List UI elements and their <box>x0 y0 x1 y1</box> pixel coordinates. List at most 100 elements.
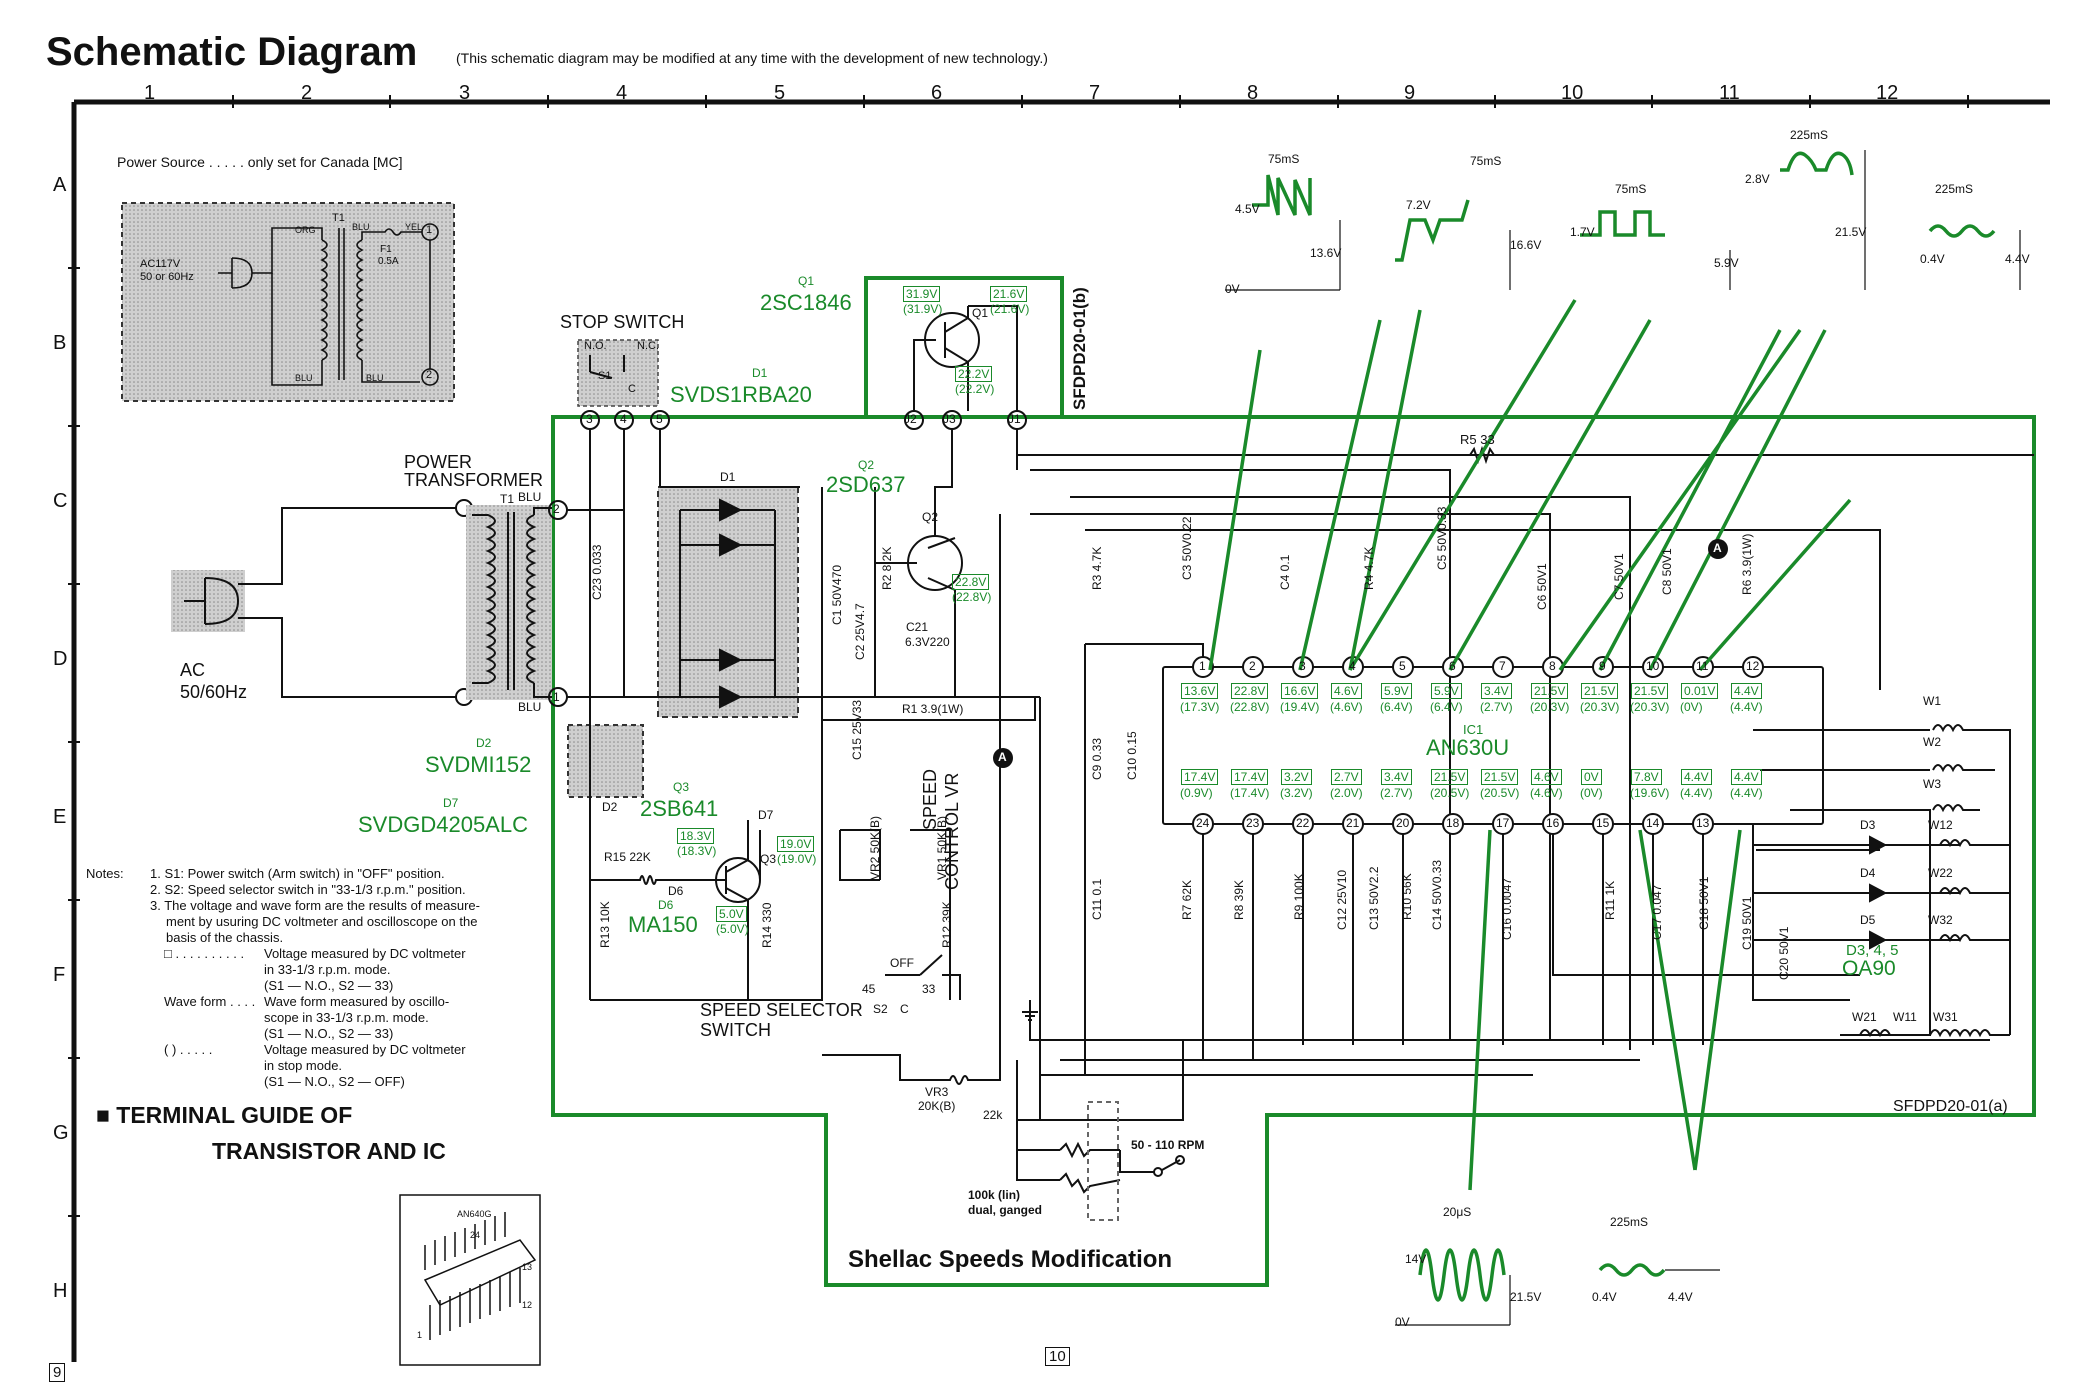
component-q3: Q3 <box>760 852 777 866</box>
voltage-q3-b: 19.0V <box>777 836 815 852</box>
legend-key-1: □ . . . . . . . . . . <box>164 946 245 961</box>
component-w12: W12 <box>1928 818 1953 832</box>
ic-pin-1-stop-voltage: (17.3V) <box>1180 700 1220 714</box>
col-label-2: 2 <box>301 82 313 104</box>
q3-part: 2SB641 <box>640 796 719 821</box>
col-label-11: 11 <box>1719 82 1740 104</box>
ic-pin-9-stop-voltage: (20.3V) <box>1580 700 1620 714</box>
component-w22: W22 <box>1928 866 1953 880</box>
ic-pin-circle-2 <box>1242 656 1264 678</box>
ic1-name-label: AN630U <box>1426 735 1510 760</box>
ic-pin-3-stop-voltage: (19.4V) <box>1280 700 1320 714</box>
ic-pin-18-voltage: 21.5V <box>1431 769 1469 785</box>
ic-pin-5: 5 <box>1399 659 1406 673</box>
terminal-4: 4 <box>620 412 627 426</box>
ic-pin-16-voltage: 4.6V <box>1531 769 1562 785</box>
voltage-q1-c: 22.2V <box>955 366 993 382</box>
pot-label-1: 100k (lin) <box>968 1188 1021 1202</box>
d2-part: SVDMI152 <box>425 752 532 777</box>
col-label-1: 1 <box>144 82 156 104</box>
chip-pin-12: 12 <box>522 1300 533 1310</box>
ic-pin-1: 1 <box>1199 659 1206 673</box>
component-r11: R11 1K <box>1603 880 1617 920</box>
row-label-E: E <box>53 806 67 828</box>
note-3a: 3. The voltage and wave form are the res… <box>150 898 480 913</box>
legend-val-3a: Voltage measured by DC voltmeter <box>264 1042 466 1057</box>
waveform-w7-p: 4.4V <box>1668 1290 1693 1304</box>
q2-part-label: Q2 <box>858 458 875 472</box>
ic-pin-6: 6 <box>1449 659 1456 673</box>
waveform-w1-v: 4.5V <box>1235 202 1260 216</box>
waveform-w6-t: 20μS <box>1443 1205 1472 1219</box>
notes: Notes:1. S1: Power switch (Arm switch) i… <box>86 866 526 1090</box>
inset-t1: T1 <box>332 212 345 224</box>
q1-part-label: Q1 <box>798 274 815 288</box>
legend-val-2a: Wave form measured by oscillo- <box>264 994 450 1009</box>
power-transformer-1: POWER <box>404 452 473 472</box>
ic-pin-11-voltage: 0.01V <box>1681 683 1719 699</box>
component-r7: R7 62K <box>1180 879 1194 920</box>
ic-pin-8-stop-voltage: (20.3V) <box>1530 700 1570 714</box>
ic-pin-21: 21 <box>1346 816 1360 830</box>
component-r1: R1 3.9(1W) <box>902 702 964 716</box>
ic-pin-3-voltage: 16.6V <box>1281 683 1319 699</box>
waveform-w5-t: 225mS <box>1935 182 1974 196</box>
component-c2: C2 25V4.7 <box>853 603 867 660</box>
board-a-outline <box>551 415 2036 1287</box>
legend-val-2b: scope in 33-1/3 r.p.m. mode. <box>264 1010 429 1025</box>
wiring <box>567 305 2034 1194</box>
ic-pin-circle-22 <box>1292 813 1314 835</box>
q3-part-label: Q3 <box>673 780 690 794</box>
ic-pin-22: 22 <box>1296 816 1310 830</box>
inset-yel: YEL <box>405 222 423 232</box>
component-c21: C21 <box>906 620 929 634</box>
ic-pin-10-stop-voltage: (20.3V) <box>1630 700 1670 714</box>
component-c9: C9 0.33 <box>1090 737 1104 780</box>
d7-part: SVDGD4205ALC <box>358 812 528 837</box>
voltage-q3-b2: (19.0V) <box>777 852 817 866</box>
ic1-label: IC1 <box>1463 722 1484 737</box>
voltage-q2-a2: (22.8V) <box>952 590 992 604</box>
legend-val-1a: Voltage measured by DC voltmeter <box>264 946 466 961</box>
inset-blu2: BLU <box>295 373 313 383</box>
d2-label: D2 <box>602 800 618 814</box>
ic-pin-4: 4 <box>1349 659 1356 673</box>
off-label: OFF <box>890 956 914 970</box>
component-w1: W1 <box>1923 694 1941 708</box>
waveform-w7-v: 0.4V <box>1592 1290 1617 1304</box>
inset-org: ORG <box>295 225 316 235</box>
ic-pin-24-voltage: 17.4V <box>1181 769 1219 785</box>
component-r13: R13 10K <box>598 901 612 948</box>
ic-pin-23-voltage: 17.4V <box>1231 769 1269 785</box>
ic-pin-20-stop-voltage: (2.7V) <box>1380 786 1413 800</box>
ic-pin-16: 16 <box>1546 816 1560 830</box>
chip-name: AN640G <box>457 1209 492 1219</box>
waveform-w1-0: 0V <box>1225 282 1240 296</box>
ic-pin-circle-15 <box>1592 813 1614 835</box>
inset-ac: AC117V <box>140 258 181 270</box>
waveform-w6-v: 14V <box>1405 1252 1427 1266</box>
voltage-q1-a2: (31.9V) <box>903 302 943 316</box>
component-w21: W21 <box>1852 1010 1877 1024</box>
note-3c: basis of the chassis. <box>166 930 284 945</box>
ic-pin-circle-14 <box>1642 813 1664 835</box>
ic-pin-11-stop-voltage: (0V) <box>1680 700 1703 714</box>
d1-part-label: D1 <box>752 366 768 380</box>
note-2: 2. S2: Speed selector switch in "33-1/3 … <box>150 882 466 897</box>
ic-pin-14-voltage: 7.8V <box>1631 769 1662 785</box>
component-r6: R6 3.9(1W) <box>1740 533 1754 595</box>
component-c6: C6 50V1 <box>1535 563 1549 610</box>
waveform-w2-t: 75mS <box>1470 154 1502 168</box>
waveform-w2-v: 7.2V <box>1406 198 1431 212</box>
q2-part: 2SD637 <box>826 472 906 497</box>
voltage-q3-c2: (5.0V) <box>716 922 749 936</box>
q2-label: Q2 <box>922 510 939 524</box>
component-c17: C17 0.047 <box>1650 884 1664 940</box>
waveform-w3-p: 5.9V <box>1714 256 1739 270</box>
terminal-j1: J1 <box>1008 412 1021 426</box>
board-b-label: SFDPD20-01(b) <box>1070 287 1089 410</box>
board-a-label: SFDPD20-01(a) <box>1893 1098 2008 1115</box>
ic-pin-circle-7 <box>1492 656 1514 678</box>
ic-pin-18-stop-voltage: (20.5V) <box>1430 786 1470 800</box>
